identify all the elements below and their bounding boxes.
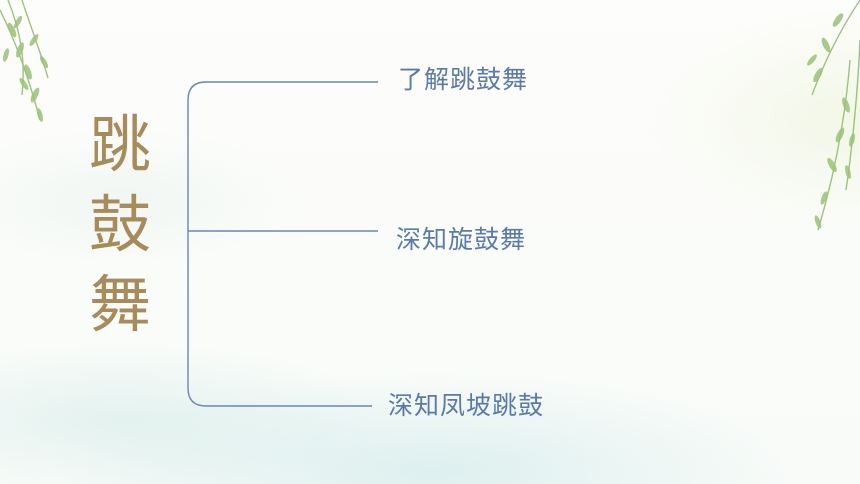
title-char: 鼓 <box>88 188 151 261</box>
branch-label: 深知凤坡跳鼓 <box>388 391 545 420</box>
branch-label: 了解跳鼓舞 <box>398 65 529 94</box>
bracket-spine <box>187 81 207 407</box>
title-vertical: 跳 鼓 舞 <box>80 112 160 338</box>
title-char: 舞 <box>88 268 151 341</box>
title-char: 跳 <box>88 108 151 181</box>
branch-label: 深知旋鼓舞 <box>396 225 527 254</box>
